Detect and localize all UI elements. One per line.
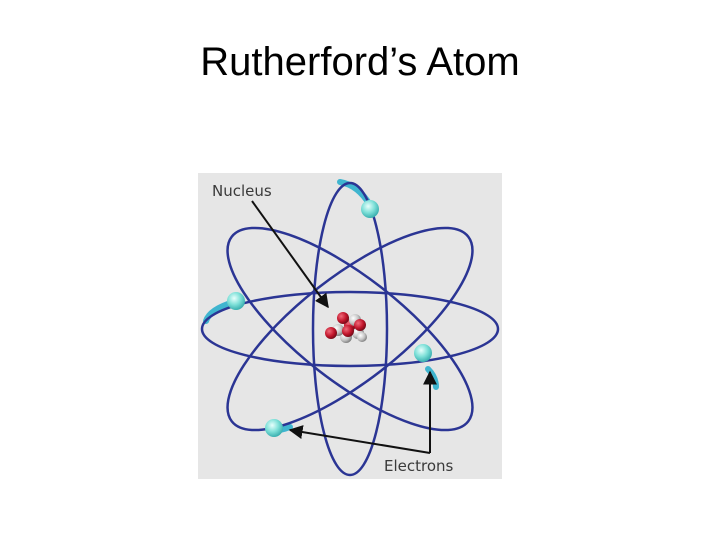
proton [337, 312, 349, 324]
nucleus-label: Nucleus [212, 182, 272, 200]
proton [342, 325, 354, 337]
orbit-vertical [311, 181, 389, 477]
pointer-arrows [251, 200, 437, 454]
orbit-horizontal [200, 290, 500, 368]
orbits [200, 181, 500, 477]
electron [361, 200, 379, 218]
orbit-diagonal-a [226, 226, 474, 432]
orbit-diagonal-b [226, 226, 474, 432]
electron [227, 292, 245, 310]
nucleus [325, 312, 367, 343]
electrons-label: Electrons [384, 457, 454, 475]
neutron [357, 332, 367, 342]
nucleus-arrow [251, 200, 329, 309]
electron [265, 419, 283, 437]
atom-diagram-svg: Nucleus Electrons [200, 179, 500, 477]
proton [354, 319, 366, 331]
electrons-arrow-left [288, 425, 431, 454]
atom-diagram: Nucleus Electrons [198, 173, 502, 479]
slide-title: Rutherford’s Atom [200, 40, 520, 84]
electrons [227, 200, 432, 437]
electron [414, 344, 432, 362]
proton [325, 327, 337, 339]
